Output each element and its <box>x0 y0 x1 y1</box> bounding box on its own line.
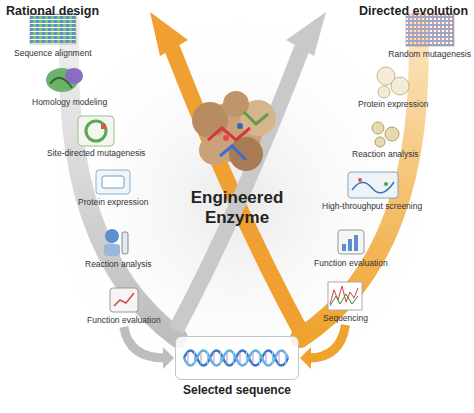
center-title: Engineered Enzyme <box>182 188 292 227</box>
step-item: Protein expression <box>358 99 428 109</box>
section-heading: Directed evolution <box>359 4 468 18</box>
step-item: Site-directed mutagenesis <box>47 148 145 158</box>
flow-arrow <box>124 327 174 369</box>
dna-frame <box>175 336 299 380</box>
section-heading: Rational design <box>6 4 99 18</box>
step-label: High-throughput screening <box>322 201 422 211</box>
step-label: Sequencing <box>323 313 368 323</box>
step-label: Sequence alignment <box>14 48 92 58</box>
step-label: Function evaluation <box>87 315 161 325</box>
step-item: High-throughput screening <box>322 201 422 211</box>
sequence-box: Selected sequence <box>175 336 299 380</box>
step-label: Site-directed mutagenesis <box>47 148 145 158</box>
step-label: Homology modeling <box>32 97 107 107</box>
step-item: Reaction analysis <box>352 149 419 159</box>
flow-arrow <box>300 325 345 369</box>
step-item: Reaction analysis <box>85 259 152 269</box>
node-label: Selected sequence <box>183 383 291 397</box>
step-label: Reaction analysis <box>85 259 152 269</box>
step-item: Protein expression <box>78 197 148 207</box>
step-label: Protein expression <box>78 197 148 207</box>
dna-helix <box>176 337 298 379</box>
step-item: Random mutagenesis <box>388 49 471 59</box>
step-label: Reaction analysis <box>352 149 419 159</box>
step-label: Protein expression <box>358 99 428 109</box>
step-item: Sequence alignment <box>14 48 92 58</box>
step-item: Function evaluation <box>314 258 388 268</box>
step-item: Sequencing <box>323 313 368 323</box>
title-text: Engineered Enzyme <box>182 188 292 227</box>
step-label: Random mutagenesis <box>388 49 471 59</box>
step-item: Homology modeling <box>32 97 107 107</box>
step-item: Function evaluation <box>87 315 161 325</box>
step-label: Function evaluation <box>314 258 388 268</box>
